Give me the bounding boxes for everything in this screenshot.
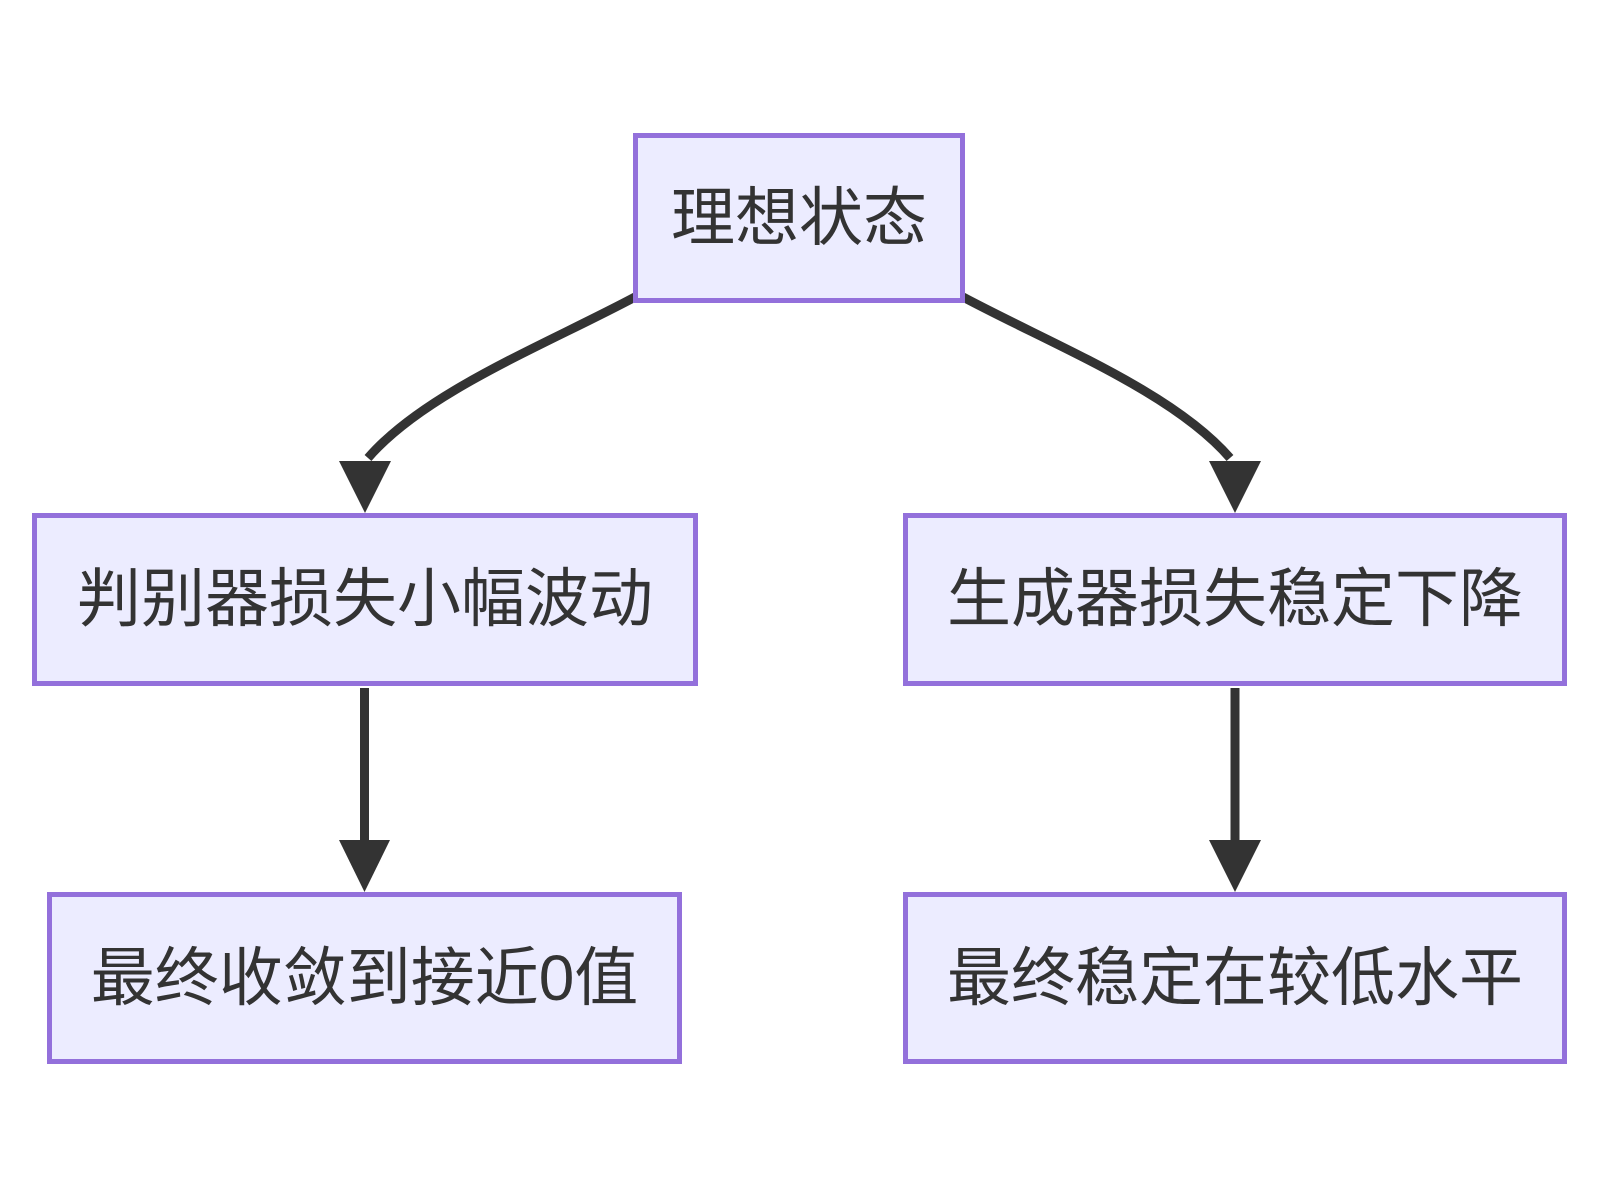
node-discriminator-result-label: 最终收敛到接近0值 bbox=[90, 941, 639, 1014]
arrowhead-icon bbox=[339, 840, 390, 892]
edge-root-to-gen-line bbox=[960, 293, 1234, 461]
edge-root-to-disc-line bbox=[364, 293, 638, 461]
arrowhead-icon bbox=[339, 461, 391, 513]
node-generator-loss-label: 生成器损失稳定下降 bbox=[947, 563, 1523, 636]
node-discriminator-loss: 判别器损失小幅波动 bbox=[32, 513, 698, 686]
node-generator-result-label: 最终稳定在较低水平 bbox=[947, 941, 1523, 1014]
arrowhead-icon bbox=[1209, 461, 1261, 513]
node-discriminator-loss-label: 判别器损失小幅波动 bbox=[77, 563, 653, 636]
edge-disc-to-disc-result bbox=[339, 688, 390, 892]
edge-root-to-gen bbox=[960, 293, 1261, 513]
node-ideal-state: 理想状态 bbox=[633, 133, 965, 303]
arrowhead-icon bbox=[1209, 840, 1261, 892]
node-ideal-state-label: 理想状态 bbox=[671, 181, 927, 254]
node-discriminator-result: 最终收敛到接近0值 bbox=[47, 892, 682, 1064]
edge-gen-to-gen-result bbox=[1209, 688, 1261, 892]
node-generator-result: 最终稳定在较低水平 bbox=[903, 892, 1567, 1064]
node-generator-loss: 生成器损失稳定下降 bbox=[903, 513, 1567, 686]
edge-root-to-disc bbox=[339, 293, 638, 513]
